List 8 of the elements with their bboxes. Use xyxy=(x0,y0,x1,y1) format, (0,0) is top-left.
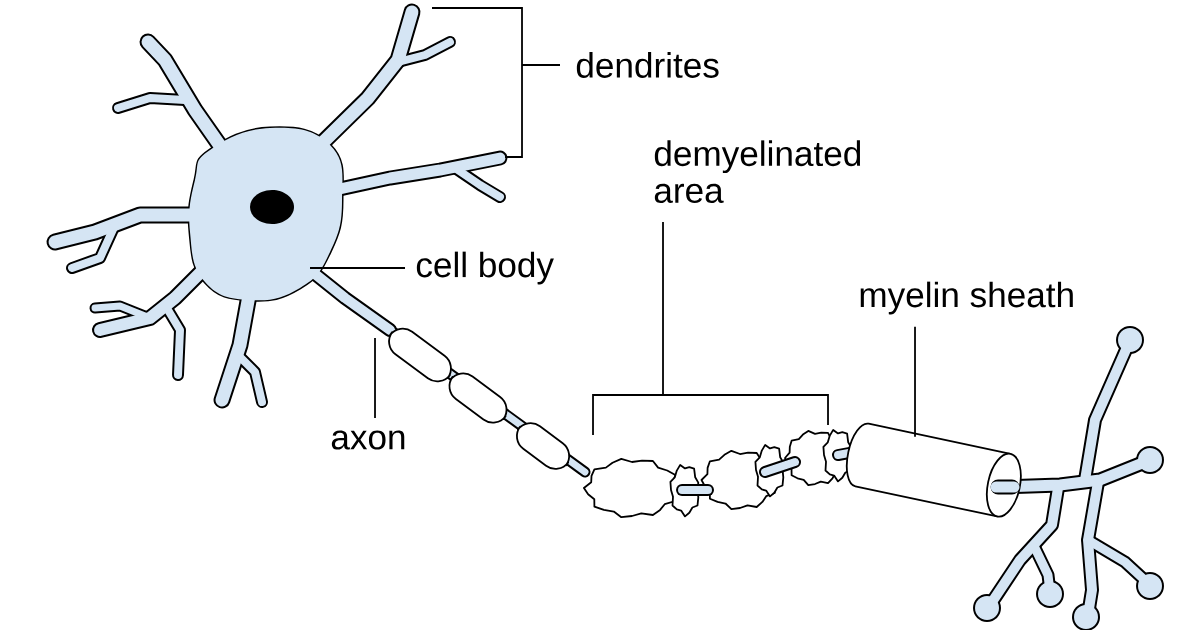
leader-line xyxy=(374,337,376,419)
leader-line xyxy=(914,325,916,438)
leader-line xyxy=(309,267,406,269)
label: demyelinated area xyxy=(654,140,861,204)
label: cell body xyxy=(416,251,554,285)
label: myelin sheath xyxy=(860,281,1073,315)
label: axon xyxy=(331,430,405,450)
label: dendrites xyxy=(576,52,719,78)
